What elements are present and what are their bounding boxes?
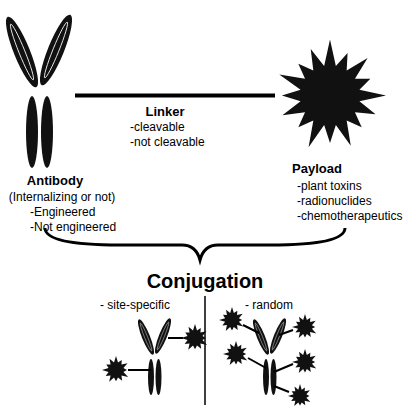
node-note: -Not engineered <box>30 220 116 234</box>
antibody-icon <box>250 317 289 395</box>
section-title: Conjugation <box>147 270 264 292</box>
antibody-icon <box>135 317 174 395</box>
node-note: (Internalizing or not) <box>9 190 116 204</box>
node-note: -chemotherapeutics <box>297 209 402 223</box>
node-note: -plant toxins <box>297 179 362 193</box>
note-label: - random <box>245 298 293 312</box>
node-heading: Antibody <box>27 174 83 188</box>
antibody-shape: Antibody(Internalizing or not)-Engineere… <box>0 10 75 170</box>
linker-line <box>75 94 275 98</box>
linker-label: Linker <box>145 105 184 119</box>
conjugation-bonds <box>128 325 293 392</box>
node-note: -Engineered <box>30 205 95 219</box>
note-label: -cleavable <box>130 120 185 134</box>
payload-shape: Payload-plant toxins-radionuclides-chemo… <box>275 38 385 153</box>
note-label: -not cleavable <box>130 135 205 149</box>
star-outline <box>275 38 385 153</box>
node-heading: Payload <box>292 162 342 176</box>
antibody-outline <box>0 10 75 170</box>
divider-line <box>204 296 206 405</box>
node-note: -radionuclides <box>297 194 372 208</box>
payload-icons <box>102 307 316 406</box>
note-label: - site-specific <box>100 298 170 312</box>
